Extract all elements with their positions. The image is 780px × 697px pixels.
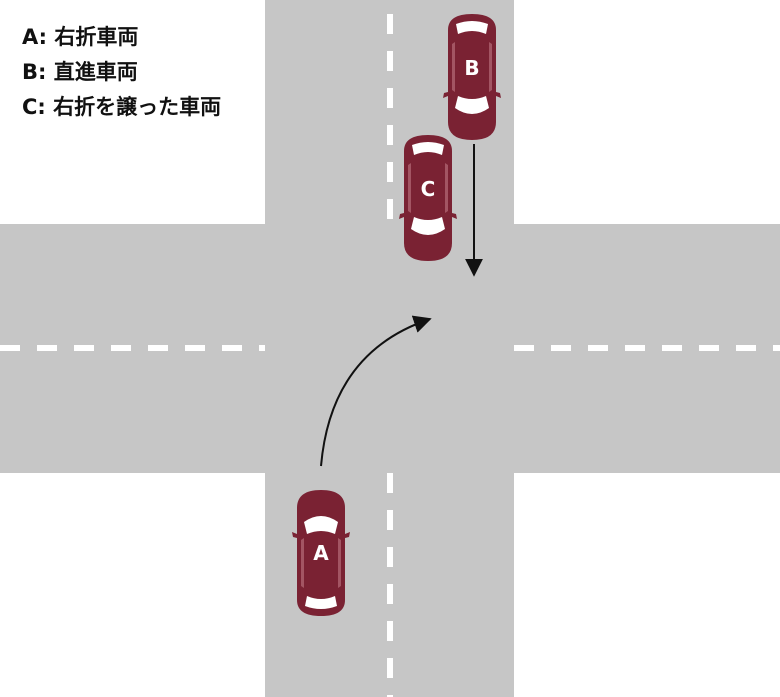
legend: A: 右折車両 B: 直進車両 C: 右折を譲った車両 [22,20,221,125]
vehicle-c-label: C [421,177,436,201]
vehicle-b: B [443,14,501,140]
legend-vehicle-a: A: 右折車両 [22,25,139,49]
vehicle-a: A [292,490,350,616]
vehicle-b-label: B [464,56,479,80]
legend-vehicle-b: B: 直進車両 [22,60,138,84]
vehicle-a-label: A [313,541,329,565]
turn-arrow-a [320,315,432,467]
legend-vehicle-c: C: 右折を譲った車両 [22,95,222,119]
vehicle-c: C [399,135,457,261]
